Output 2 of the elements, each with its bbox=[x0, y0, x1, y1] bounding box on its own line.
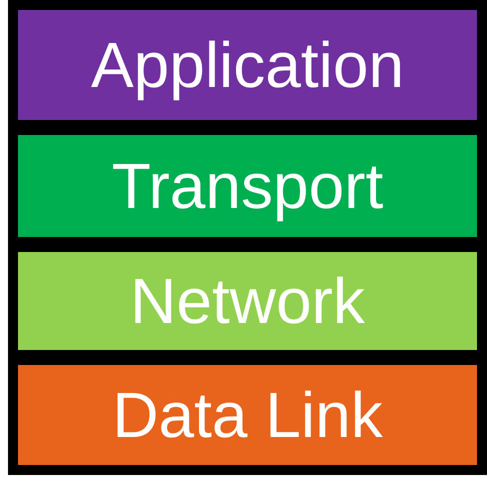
layer-label: Network bbox=[130, 269, 365, 333]
layer-label: Data Link bbox=[112, 383, 383, 447]
